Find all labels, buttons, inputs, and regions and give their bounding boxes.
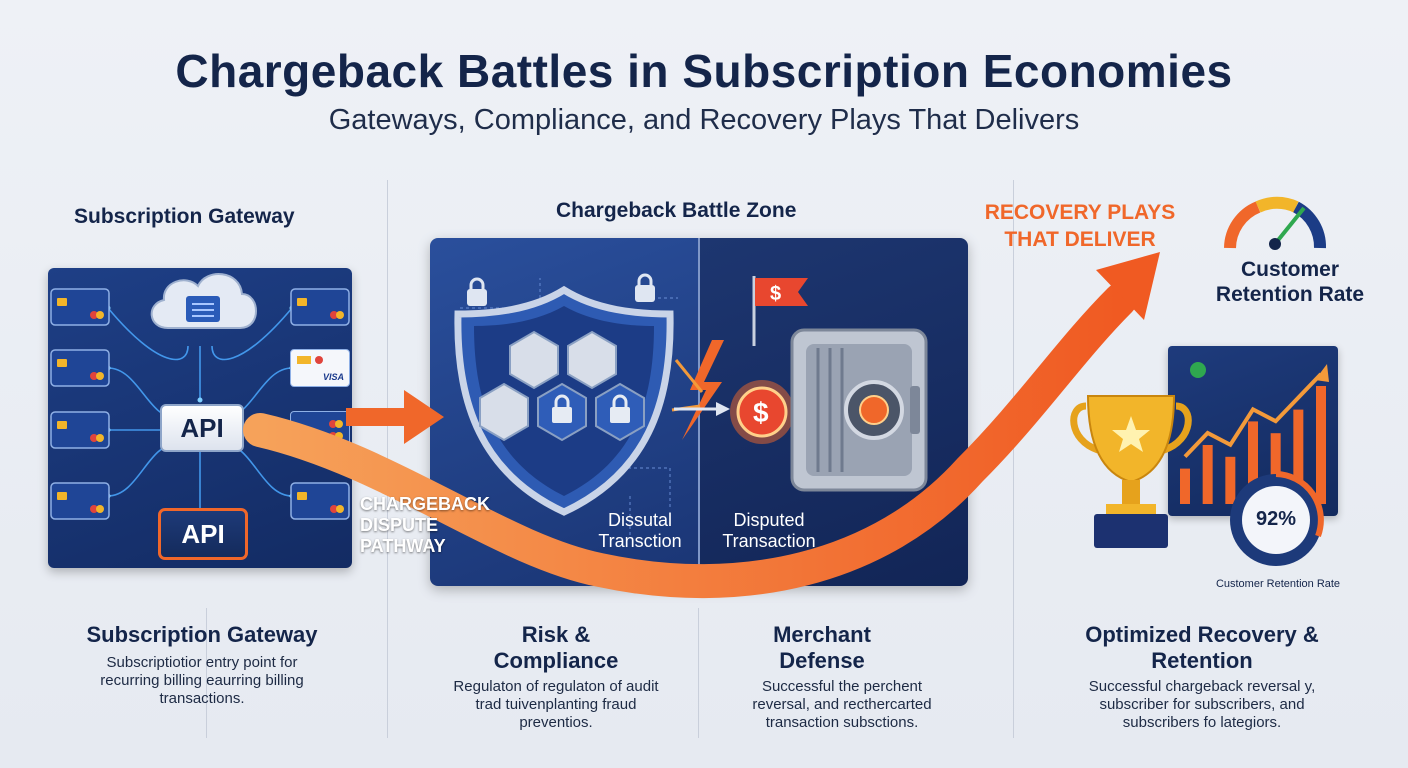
bottom-desc-merchant: Successful the perchent reversal, and re… (752, 678, 932, 731)
trend-arrowhead (1315, 364, 1329, 382)
column-divider (387, 608, 388, 738)
svg-text:$: $ (770, 283, 781, 305)
credit-card-icon (290, 288, 350, 326)
chart-bar (1225, 456, 1236, 504)
bottom-title-risk: Risk & Compliance (493, 622, 619, 673)
vault-icon (790, 328, 928, 492)
shield-icon (454, 285, 674, 516)
recovery-header: RECOVERY PLAYS THAT DELIVER (984, 201, 1176, 251)
retention-donut (1230, 471, 1324, 566)
bottom-desc-recovery: Successful chargeback reversal y, subscr… (1088, 678, 1316, 731)
credit-card-visa: VISA (290, 349, 350, 387)
gauge-icon (1224, 196, 1326, 250)
bottom-title-recovery: Optimized Recovery & Retention (1085, 622, 1319, 673)
retention-header: Customer Retention Rate (1215, 258, 1365, 306)
arrow-icon (674, 402, 730, 416)
bottom-desc-risk: Regulaton of regulaton of audit trad tui… (453, 678, 659, 731)
credit-card-icon (50, 349, 110, 387)
retention-percent: 92% (1255, 508, 1297, 530)
api-box: API (160, 404, 244, 452)
pathway-label: CHARGEBACK DISPUTE PATHWAY (360, 494, 490, 556)
flag-icon: $ (752, 276, 808, 346)
bottom-title-gateway: Subscription Gateway (86, 622, 318, 647)
retention-caption: Customer Retention Rate (1215, 578, 1341, 590)
svg-text:$: $ (753, 397, 769, 428)
page-title: Chargeback Battles in Subscription Econo… (175, 45, 1233, 97)
chart-dot (1190, 362, 1206, 378)
column-divider (1013, 608, 1014, 738)
padlock-icon (467, 277, 487, 306)
right-transaction-label: Disputed Transaction (722, 510, 816, 551)
bottom-title-merchant: Merchant Defense (773, 622, 871, 673)
column-divider (698, 608, 699, 738)
chart-bar (1293, 409, 1304, 504)
battle-zone-header: Chargeback Battle Zone (556, 199, 797, 222)
page-subtitle: Gateways, Compliance, and Recovery Plays… (328, 104, 1080, 136)
bottom-desc-gateway: Subscriptiotior entry point for recurrin… (100, 654, 304, 707)
dollar-coin-icon: $ (730, 380, 794, 444)
credit-card-icon (290, 482, 350, 520)
card-brand-label: VISA (322, 372, 344, 382)
api-box-secondary: API (158, 508, 248, 560)
chart-bar (1248, 421, 1258, 504)
credit-card-icon (50, 411, 110, 449)
chart-bar (1202, 445, 1213, 504)
bar-chart (1180, 362, 1329, 504)
column-divider (1013, 180, 1014, 610)
trend-line (1183, 372, 1323, 458)
column-divider (387, 180, 388, 610)
left-transaction-label: Dissutal Transction (598, 510, 682, 551)
dispute-pathway-arrow (243, 252, 1160, 599)
credit-card-icon (50, 288, 110, 326)
chart-bar (1316, 386, 1326, 504)
column-divider (206, 608, 207, 738)
chart-bar (1270, 433, 1281, 504)
trophy-icon (1070, 395, 1192, 548)
chart-bar (1180, 468, 1190, 504)
arrow-icon (346, 390, 444, 444)
gateway-header: Subscription Gateway (74, 205, 295, 228)
padlock-icon (635, 273, 655, 302)
credit-card-icon (50, 482, 110, 520)
cloud-server-icon (150, 273, 257, 329)
